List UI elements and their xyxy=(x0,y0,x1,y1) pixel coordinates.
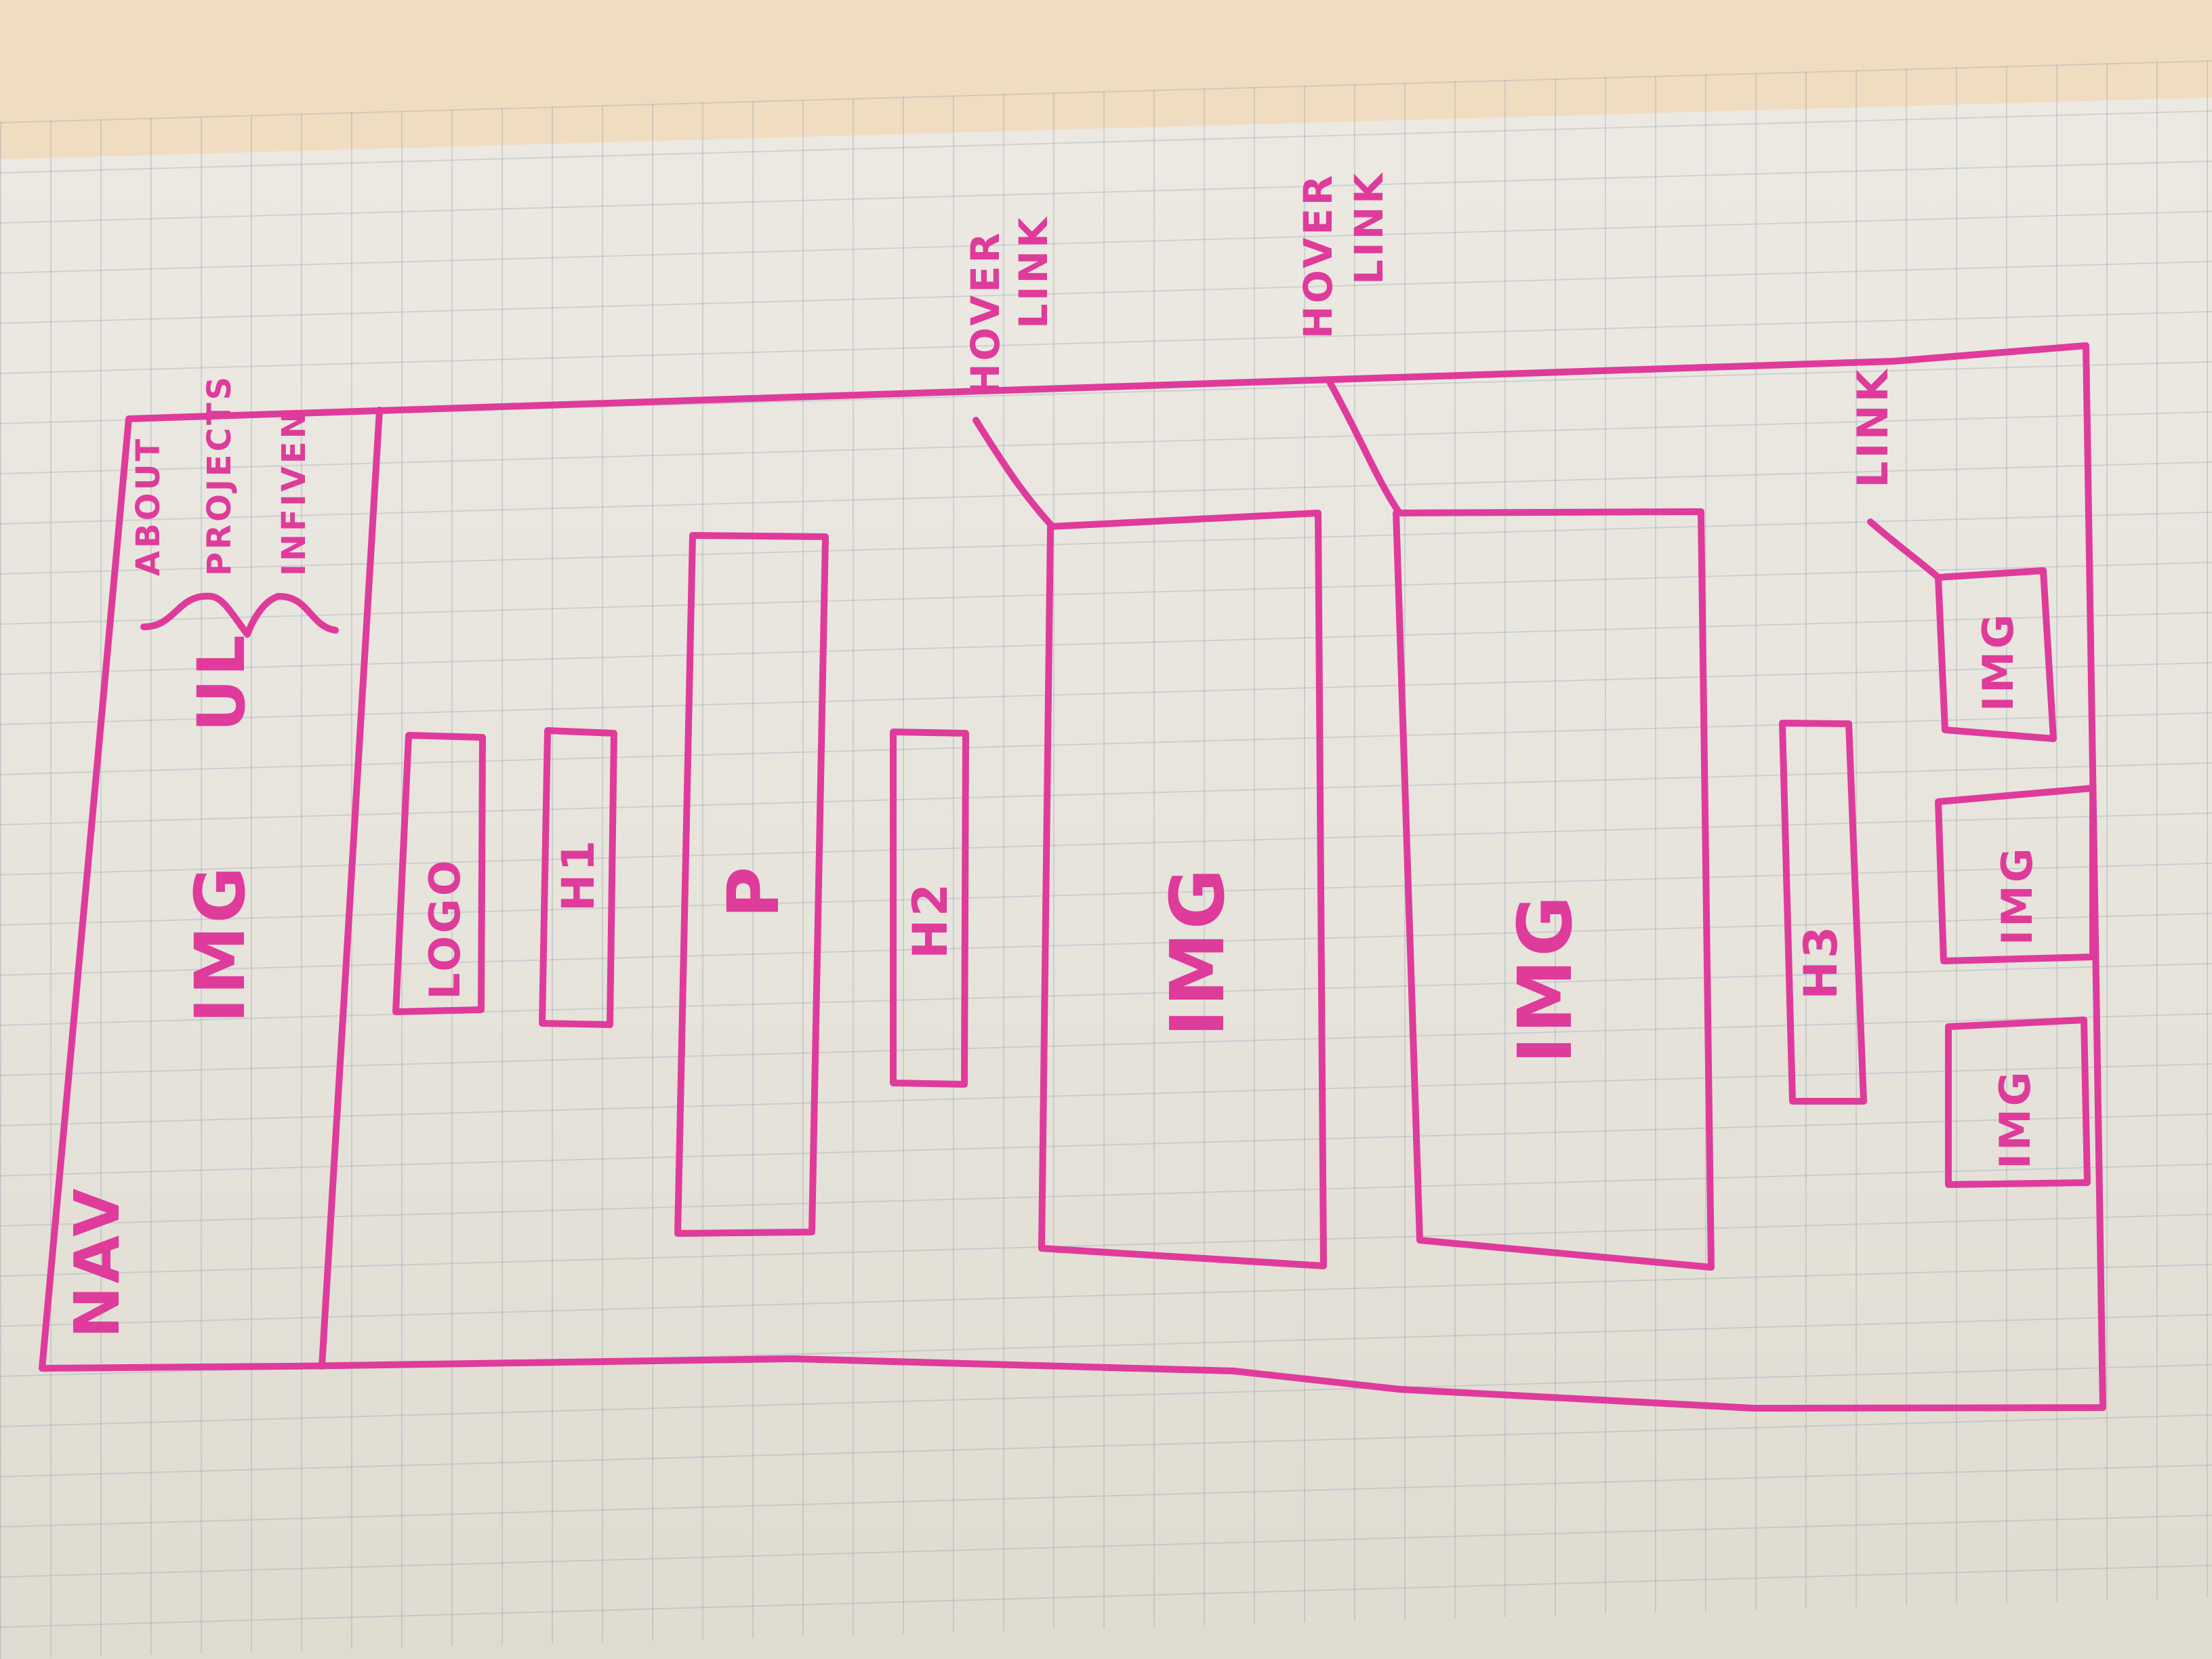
gallery-link-label: LINK xyxy=(1848,367,1898,488)
paragraph-label: P xyxy=(712,864,795,918)
gallery-image-1-label: IMG xyxy=(1973,611,2023,712)
paragraph-box xyxy=(674,532,829,1237)
gallery-image-2-box xyxy=(1935,785,2096,964)
h3-label: H3 xyxy=(1795,924,1848,1000)
h2-label: H2 xyxy=(903,881,958,959)
nav-list-brace xyxy=(140,592,339,638)
gallery-link-leader xyxy=(1867,518,1942,581)
logo-label: LOGO xyxy=(420,857,470,1000)
logo-box xyxy=(392,732,486,1015)
h2-box xyxy=(890,729,969,1088)
hero-image-box xyxy=(1038,510,1327,1269)
second-image-box xyxy=(1393,508,1715,1271)
nav-item-about: ABOUT xyxy=(129,436,167,576)
nav-ul-label: UL xyxy=(184,632,260,732)
h1-label: H1 xyxy=(552,838,605,912)
gallery-image-1-box xyxy=(1935,567,2057,742)
hover-link-2-line2: LINK xyxy=(1346,171,1392,285)
hover-link-1-line1: HOVER xyxy=(962,230,1008,396)
second-image-label: IMG xyxy=(1502,893,1589,1064)
nav-item-infiven: INFIVEN xyxy=(275,409,313,576)
nav-label: NAV xyxy=(61,1186,134,1338)
hero-image-label: IMG xyxy=(1154,865,1241,1037)
nav-divider xyxy=(319,407,383,1370)
h3-box xyxy=(1779,720,1867,1105)
hover-link-2-leader xyxy=(1325,376,1403,516)
h1-box xyxy=(539,727,617,1028)
gallery-image-3-label: IMG xyxy=(1990,1069,2040,1169)
hover-link-1-line2: LINK xyxy=(1010,215,1057,329)
gallery-image-2-label: IMG xyxy=(1992,845,2042,945)
hover-link-2-line1: HOVER xyxy=(1295,173,1341,339)
hover-link-1-leader xyxy=(972,417,1056,530)
nav-item-projects: PROJECTS xyxy=(201,374,239,576)
page-frame xyxy=(39,342,2106,1412)
nav-img-label: IMG xyxy=(180,864,261,1023)
gallery-image-3-box xyxy=(1945,1017,2091,1188)
